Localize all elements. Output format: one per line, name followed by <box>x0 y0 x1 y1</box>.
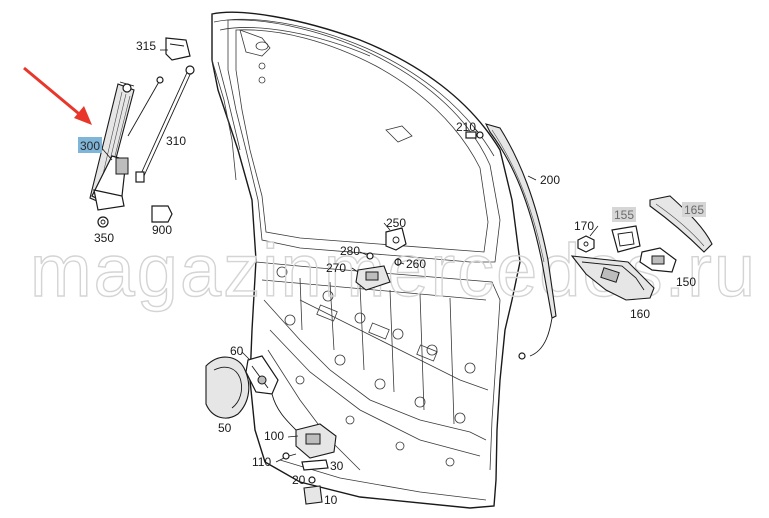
label-165-bg <box>682 202 706 217</box>
label-350: 350 <box>94 231 114 245</box>
label-260: 260 <box>406 257 426 271</box>
part-150-switch <box>639 247 677 273</box>
part-160-housing <box>570 255 655 301</box>
part-60-actuator <box>245 355 297 431</box>
part-155-bracket <box>611 225 641 253</box>
label-170: 170 <box>574 219 594 233</box>
label-155: 155 <box>614 208 634 222</box>
label-100: 100 <box>264 429 284 443</box>
part-20-screw <box>308 476 316 484</box>
part-100-lock <box>295 423 337 459</box>
part-250-bracket <box>385 227 407 251</box>
label-60: 60 <box>230 344 244 358</box>
label-165: 165 <box>684 203 704 217</box>
label-10: 10 <box>324 493 338 507</box>
part-50-cover <box>205 356 250 419</box>
label-200: 200 <box>540 173 560 187</box>
label-315: 315 <box>136 39 156 53</box>
part-30-plate <box>301 459 329 471</box>
label-210: 210 <box>456 120 476 134</box>
label-250: 250 <box>386 216 406 230</box>
part-315-bracket <box>165 37 191 61</box>
leader-lines <box>241 127 599 463</box>
label-110: 110 <box>252 455 271 469</box>
label-310: 310 <box>166 134 186 148</box>
part-260-screw <box>394 258 402 266</box>
label-20: 20 <box>292 473 306 487</box>
part-310-rod <box>127 65 195 183</box>
label-160: 160 <box>630 307 650 321</box>
tailgate-door <box>211 11 521 509</box>
part-200-seal-strip <box>484 123 557 360</box>
red-arrow-icon <box>23 66 92 125</box>
part-270-latch <box>355 265 391 291</box>
part-300-spindle-drive <box>89 81 135 211</box>
label-270: 270 <box>326 261 346 275</box>
label-155-bg <box>612 207 636 222</box>
part-170-nut <box>577 235 595 253</box>
part-10-striker <box>303 485 323 505</box>
label-900: 900 <box>152 223 172 237</box>
label-150: 150 <box>676 275 696 289</box>
part-110-screw <box>282 452 297 460</box>
part-280-screw <box>366 252 374 260</box>
part-210-clip <box>465 131 484 139</box>
label-50: 50 <box>218 421 232 435</box>
part-350-nut <box>97 216 109 228</box>
label-300-highlight <box>78 137 102 153</box>
label-280: 280 <box>340 244 360 258</box>
part-900-tag <box>151 205 173 223</box>
label-300: 300 <box>80 139 100 153</box>
label-30: 30 <box>330 459 344 473</box>
labels: 300 315 310 350 900 210 200 250 280 260 … <box>78 39 706 507</box>
